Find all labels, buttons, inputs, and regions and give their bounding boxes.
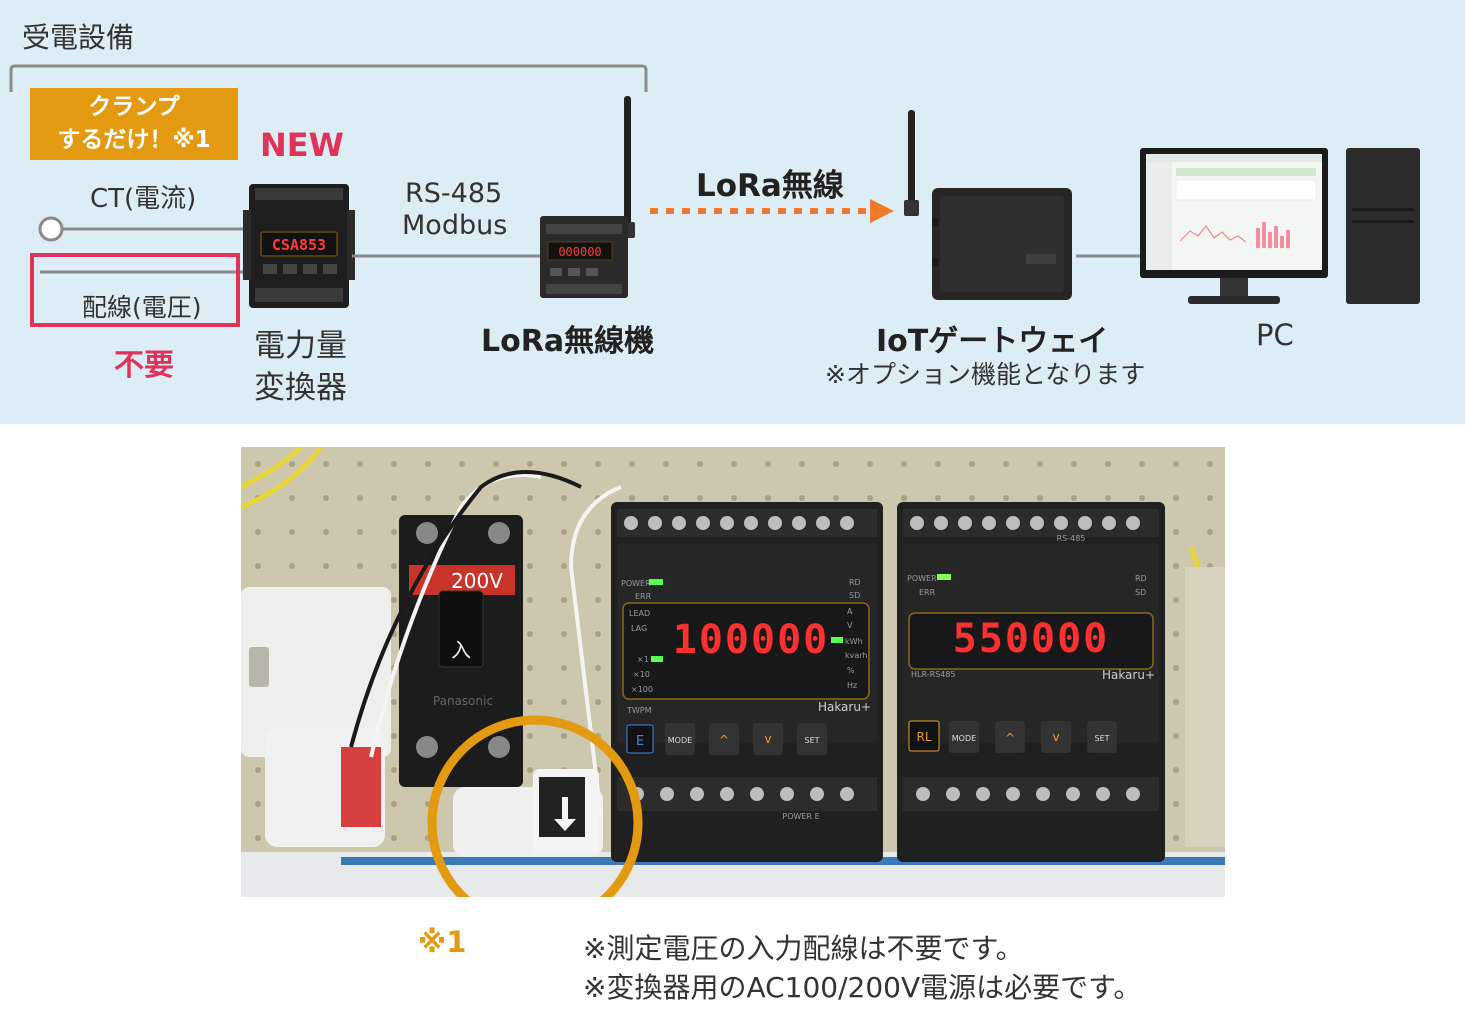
facility-bracket — [9, 64, 648, 92]
meter2-brand: Hakaru+ — [1102, 668, 1155, 682]
lora-wireless-arrow — [650, 199, 894, 223]
power-converter-device: CSA853 — [243, 184, 355, 308]
converter-label-line-1: 電力量 — [254, 328, 347, 364]
ct-line — [38, 216, 251, 242]
meter1-model: TWPM — [626, 706, 652, 715]
breaker-switch-label: 入 — [451, 638, 471, 662]
iot-gateway-device — [904, 110, 1072, 300]
gateway-label: IoTゲートウェイ — [876, 324, 1109, 359]
meter1-x100-indicator: ×100 — [631, 685, 653, 694]
meter2-button-set: SET — [1094, 734, 1109, 743]
meter1-kvarh-indicator: kvarh — [845, 651, 868, 660]
meter2-rd-indicator: RD — [1135, 574, 1147, 583]
meter1-x10-indicator: ×10 — [633, 670, 650, 679]
meter1-button-set: SET — [804, 736, 819, 745]
meter2-power-indicator: POWER — [907, 574, 937, 583]
svg-text:000000: 000000 — [558, 245, 601, 259]
meter1-power-indicator: POWER — [621, 579, 651, 588]
ct-current-label: CT(電流) — [90, 184, 197, 214]
installation-photo: 200V 入 Panasonic POWER ERR RD SD — [241, 447, 1225, 897]
rs485-line — [352, 254, 542, 258]
meter2-button-down: v — [1052, 730, 1059, 744]
clamp-note-marker: ※1 — [418, 925, 467, 959]
meter1-err-indicator: ERR — [635, 592, 652, 601]
clamp-highlight-circle — [427, 715, 643, 897]
meter1-lag-indicator: LAG — [631, 624, 647, 633]
svg-text:CSA853: CSA853 — [272, 236, 326, 254]
meter1-button-e: E — [636, 734, 644, 749]
gateway-pc-line — [1076, 254, 1146, 258]
meter2-err-indicator: ERR — [919, 588, 936, 597]
lora-device-label: LoRa無線機 — [481, 324, 655, 359]
unnecessary-label: 不要 — [114, 348, 174, 383]
lora-wireless-label: LoRa無線 — [696, 168, 844, 204]
meter2-button-rl: RL — [916, 730, 931, 744]
meter1-bottom-terminal-label: POWER E — [782, 812, 819, 821]
pc-label: PC — [1256, 318, 1294, 352]
breaker-brand: Panasonic — [433, 694, 493, 708]
meter1-x1-indicator: ×1 — [637, 655, 649, 664]
meter1-sd-indicator: SD — [849, 591, 860, 600]
badge-line-1: クランプ — [88, 94, 180, 120]
meter1-v-indicator: V — [847, 621, 853, 630]
meter2-display: 550000 — [953, 616, 1110, 662]
breaker-rating: 200V — [451, 569, 503, 593]
gateway-note: ※オプション機能となります — [825, 360, 1146, 389]
system-diagram-panel: 受電設備 クランプ するだけ！※1 NEW CT(電流) 配線(電圧) 不要 C… — [0, 0, 1465, 424]
section-title: 受電設備 — [22, 21, 135, 54]
badge-line-2: するだけ！※1 — [57, 127, 211, 153]
meter2-model: HLR-RS485 — [911, 670, 956, 679]
rs485-label-line-1: RS-485 — [405, 178, 503, 209]
meter2-button-up: ^ — [1005, 731, 1015, 745]
meter2-rs485-label: RS-485 — [1057, 534, 1086, 543]
lora-radio-device: 000000 — [540, 96, 635, 298]
meter1-brand: Hakaru+ — [818, 700, 871, 714]
rs485-label-line-2: Modbus — [402, 210, 508, 241]
note-line-2: ※変換器用のAC100/200V電源は必要です。 — [583, 971, 1142, 1004]
meter1-a-indicator: A — [847, 607, 853, 616]
voltage-wiring-frame — [30, 253, 240, 327]
voltage-wiring-label: 配線(電圧) — [82, 293, 202, 322]
meter1-button-up: ^ — [719, 733, 729, 747]
meter1-lead-indicator: LEAD — [629, 609, 650, 618]
meter1-button-down: v — [764, 732, 771, 746]
meter2-button-mode: MODE — [952, 734, 976, 743]
meter2-sd-indicator: SD — [1135, 588, 1146, 597]
clamp-only-badge: クランプ するだけ！※1 — [30, 88, 238, 160]
new-label: NEW — [260, 126, 344, 164]
meter1-button-mode: MODE — [668, 736, 692, 745]
meter1-hz-indicator: Hz — [847, 681, 857, 690]
note-line-1: ※測定電圧の入力配線は不要です。 — [583, 932, 1024, 965]
meter1-percent-indicator: % — [847, 666, 855, 675]
meter1-rd-indicator: RD — [849, 578, 861, 587]
meter1-display: 100000 — [673, 617, 830, 663]
installation-photo-drawing: 200V 入 Panasonic POWER ERR RD SD — [241, 447, 1225, 897]
voltage-wiring-line — [40, 270, 250, 274]
meter1-kwh-indicator: kWh — [845, 637, 863, 646]
converter-label-line-2: 変換器 — [254, 370, 347, 406]
pc-device — [1140, 148, 1420, 304]
